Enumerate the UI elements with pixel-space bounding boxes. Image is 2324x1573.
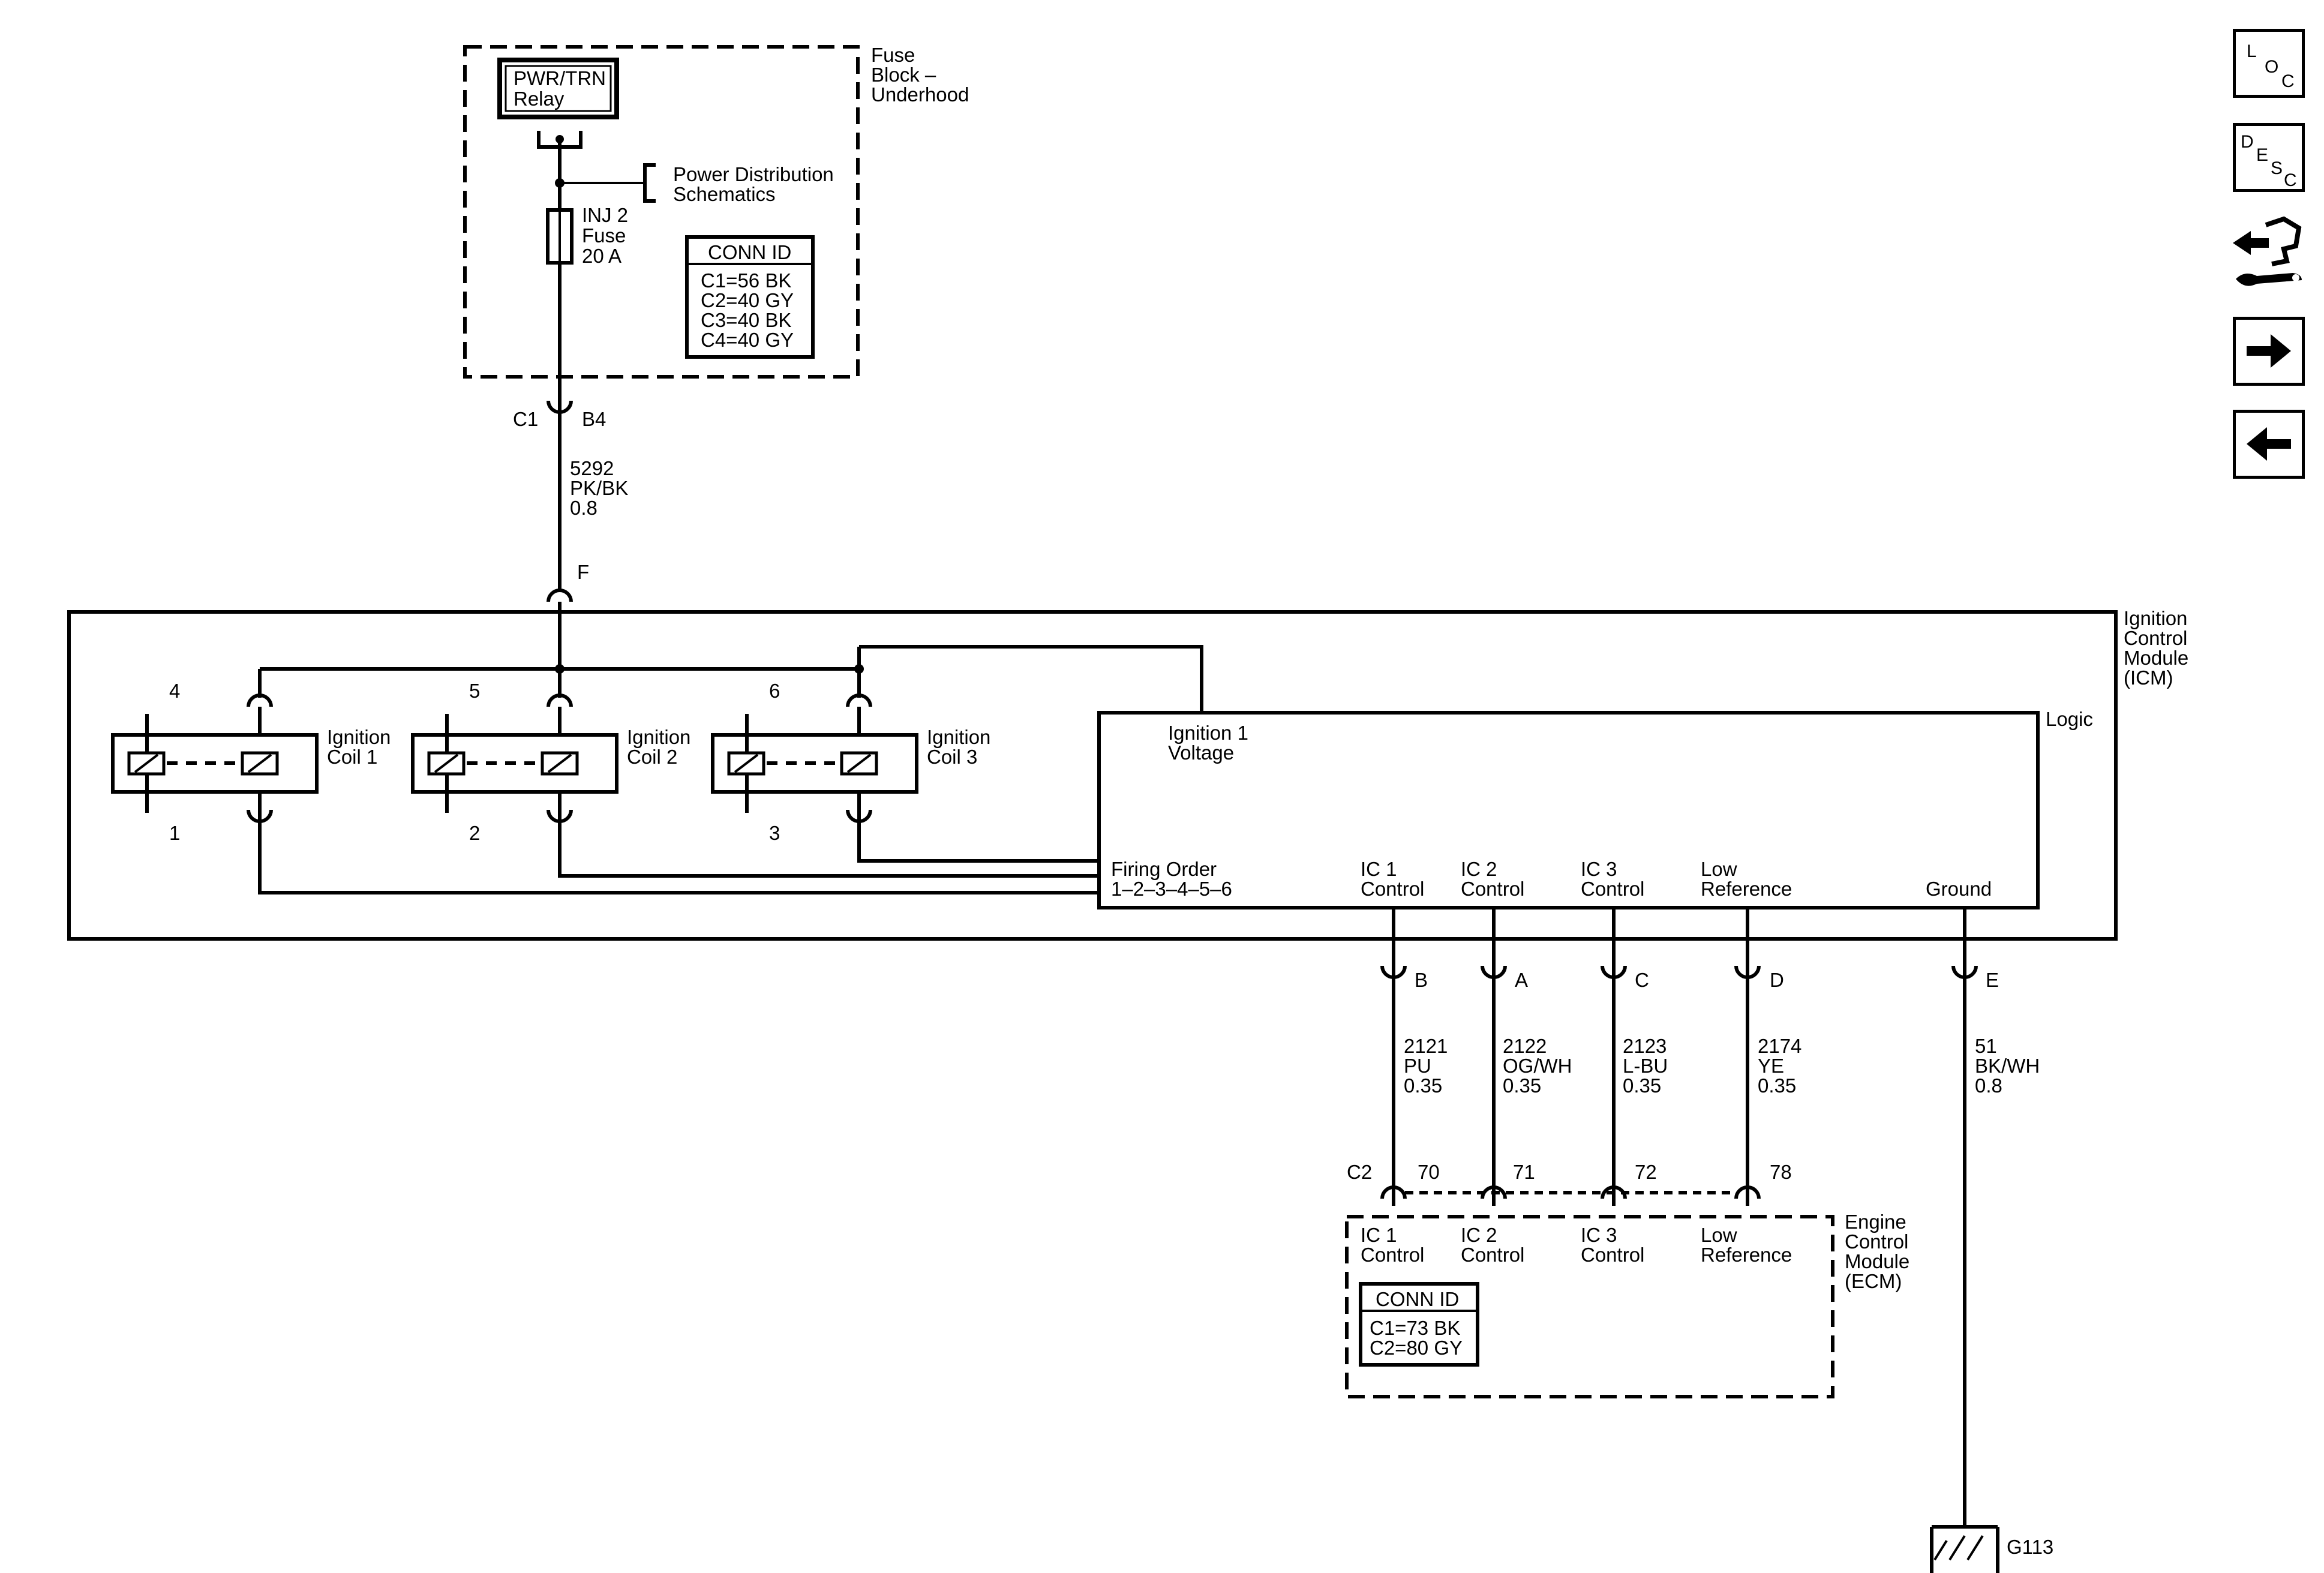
svg-text:INJ 2 Fuse 20: INJ 2 Fuse 20 A [582,204,633,267]
svg-text:3: 3 [769,822,780,844]
fuse-block-conn-id-table: CONN ID C1=56 BK C2=40 GY C3=40 BK C4=40… [685,235,815,359]
svg-text:B: B [1415,969,1428,991]
desc-icon: D E S C [2241,132,2297,189]
inj2-fuse: INJ 2 Fuse 20 A [546,204,633,267]
ignition-coil-3: 6 3 Ignition Coil 3 [711,669,1099,863]
wire-5292: C1 B4 5292 PK/BK 0.8 F [513,377,633,669]
svg-text:C1=56 BK: C1=56 BK [701,269,791,292]
svg-text:E: E [2256,145,2268,165]
arrow-right-icon [2247,334,2291,368]
svg-text:4: 4 [169,680,180,702]
svg-text:CONN ID: CONN ID [1376,1288,1459,1310]
prev-button[interactable] [2233,410,2305,479]
svg-text:Ignition Coil 2: Ignition Coil 2 [627,726,696,768]
arrow-left-icon [2247,427,2291,461]
desc-button[interactable]: D E S C [2233,123,2305,192]
svg-text:C4=40 GY: C4=40 GY [701,329,794,351]
svg-text:PWR/TRN Relay: PWR/TRN Relay [514,67,611,110]
svg-text:C3=40 BK: C3=40 BK [701,309,791,331]
svg-text:Ground: Ground [1926,878,1992,900]
icm-pin-f [547,589,573,602]
svg-text:C2=80 GY: C2=80 GY [1370,1337,1463,1359]
svg-text:2: 2 [469,822,480,844]
loc-button[interactable]: L O C [2233,29,2305,98]
svg-text:C: C [2281,71,2295,91]
svg-text:S: S [2271,158,2283,178]
engine-control-module: C2 70 71 72 78 Engine Control Module (EC… [1345,1161,1915,1398]
svg-text:O: O [2265,57,2278,77]
svg-text:C2=40 GY: C2=40 GY [701,289,794,311]
svg-text:CONN ID: CONN ID [708,241,791,263]
svg-text:L: L [2247,41,2257,61]
svg-text:C: C [1635,969,1649,991]
ignition-coil-1: 4 1 Ignition Coil 1 [111,669,1099,894]
svg-text:D: D [2241,132,2254,152]
wire-5292-label: 5292 PK/BK 0.8 [570,457,633,519]
ecm-conn-id-table: CONN ID C1=73 BK C2=80 GY [1359,1282,1479,1367]
next-button[interactable] [2233,317,2305,386]
svg-text:A: A [1515,969,1528,991]
svg-text:F: F [577,561,589,583]
ignition-1-voltage-label: Ignition 1 Voltage [1168,722,1254,764]
svg-text:1: 1 [169,822,180,844]
svg-text:78: 78 [1770,1161,1792,1183]
ground-label: G113 [2007,1536,2053,1558]
svg-text:C1=73 BK: C1=73 BK [1370,1317,1460,1339]
connector-tool-icon [2233,216,2302,286]
svg-text:D: D [1770,969,1784,991]
pwr-trn-relay: PWR/TRN Relay [497,58,619,149]
svg-text:Ignition Coil 3: Ignition Coil 3 [927,726,996,768]
loc-icon: L O C [2247,41,2295,91]
fuse-block-underhood: Fuse Block – Underhood PWR/TRN Relay Pow… [463,44,969,379]
power-distribution-link[interactable]: Power Distribution Schematics [673,163,839,205]
svg-text:E: E [1986,969,1999,991]
connector-c2-label: C2 [1347,1161,1372,1183]
svg-text:Logic: Logic [2046,708,2093,730]
svg-text:5: 5 [469,680,480,702]
svg-text:C: C [2284,170,2297,189]
firing-order-label: Firing Order 1–2–3–4–5–6 [1111,858,1232,900]
fuse-block-title: Fuse Block – Underhood [871,44,969,106]
ecm-title: Engine Control Module (ECM) [1845,1211,1915,1292]
icm-logic-block: Logic Ignition 1 Voltage Firing Order 1–… [1097,708,2093,909]
svg-text:71: 71 [1513,1161,1535,1183]
ignition-coil-2: 5 2 Ignition Coil 2 [411,669,1099,878]
ground-g113: G113 [1930,1525,2053,1573]
icm-title: Ignition Control Module (ICM) [2124,607,2194,689]
svg-text:70: 70 [1418,1161,1440,1183]
svg-text:72: 72 [1635,1161,1657,1183]
svg-text:6: 6 [769,680,780,702]
connector-c1-label: C1 [513,408,538,430]
pin-b4-label: B4 [582,408,606,430]
connector-tool-button[interactable] [2227,213,2311,294]
ignition-control-module: Ignition Control Module (ICM) 4 1 [67,607,2194,941]
svg-text:Ignition Coil 1: Ignition Coil 1 [327,726,397,768]
